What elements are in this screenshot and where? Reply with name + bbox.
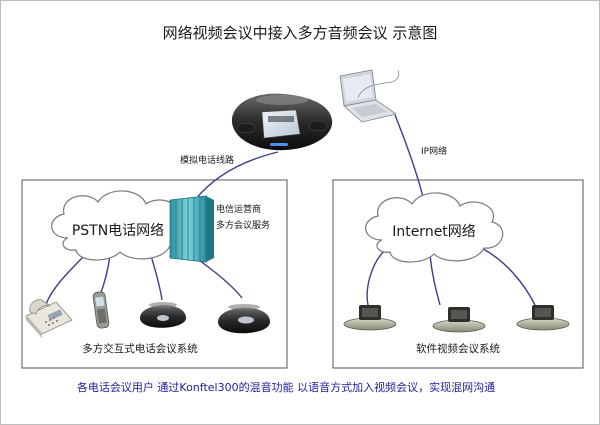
- internet-cloud-label: Internet网络: [392, 224, 476, 240]
- webcam-icon-1: [343, 305, 397, 331]
- footer-note: 各电话会议用户 通过Konftel300的混音功能 以语音方式加入视频会议，实现…: [77, 380, 495, 394]
- webcam-icon-2: [432, 307, 486, 333]
- right-system-caption: 软件视频会议系统: [416, 342, 500, 355]
- operator-label-line2: 多方会议服务: [216, 219, 270, 231]
- left-system-caption: 多方交互式电话会议系统: [82, 342, 198, 355]
- pstn-cloud-label: PSTN电话网络: [72, 223, 164, 239]
- analog-line-link: [194, 151, 279, 201]
- diagram-title: 网络视频会议中接入多方音频会议 示意图: [163, 24, 438, 42]
- webcam-icon-3: [516, 305, 570, 331]
- pstn-to-mobile-link: [99, 254, 111, 296]
- internet-to-webcam1-link: [366, 249, 386, 306]
- speakerphone-icon-2: [218, 304, 270, 334]
- internet-to-webcam3-link: [474, 244, 536, 306]
- internet-cloud-icon: [365, 192, 504, 263]
- analog-line-label: 模拟电话线路: [180, 154, 234, 166]
- mobile-phone-icon: [92, 291, 110, 329]
- internet-to-webcam2-link: [429, 254, 441, 306]
- ip-network-link: [394, 114, 426, 206]
- laptop-icon: [339, 69, 400, 123]
- conference-phone-icon: [231, 93, 333, 151]
- internet-system-box: [332, 179, 584, 369]
- speakerphone-icon-1: [140, 302, 186, 328]
- ip-network-label: IP网络: [421, 145, 447, 157]
- desk-phone-icon: [25, 299, 73, 338]
- pstn-system-box: [21, 179, 288, 369]
- server-icon: [169, 195, 214, 263]
- operator-label-line1: 电信运营商: [216, 203, 261, 215]
- pstn-to-speakerphone1-link: [149, 251, 163, 301]
